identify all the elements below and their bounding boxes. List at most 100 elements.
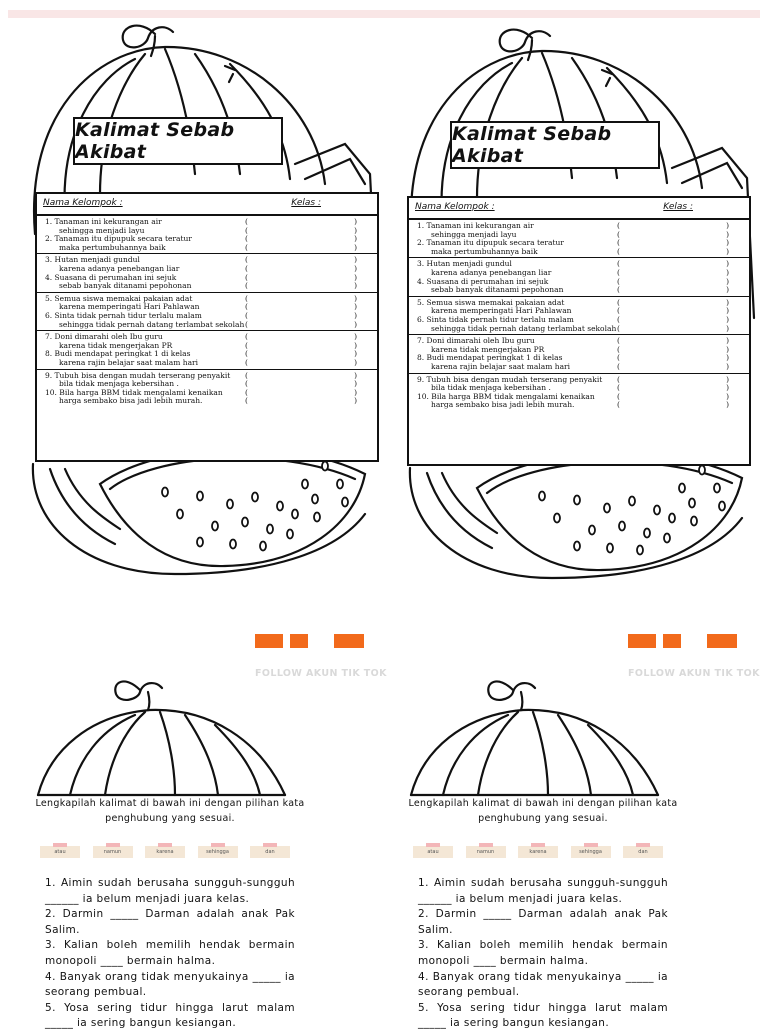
conjunction-chip: dan [623, 843, 663, 858]
statement-text: karena rajin belajar saat malam hari [59, 357, 199, 367]
question-list: 1. Aimin sudah berusaha sungguh-sungguh … [45, 876, 295, 1032]
question-item: 2. Darmin _____ Darman adalah anak Pak S… [45, 908, 295, 936]
statement-text: harga sembako bisa jadi lebih murah. [59, 396, 203, 406]
answer-open-paren: ( [617, 229, 620, 239]
answer-close-paren: ) [354, 263, 357, 273]
table-row: karena adanya penebangan liar () [37, 263, 377, 274]
answer-open-paren: ( [617, 400, 620, 410]
answer-open-paren: ( [245, 293, 248, 303]
orange-shape [663, 634, 681, 648]
worksheet-top-left: Kalimat Sebab Akibat Nama Kelompok : Kel… [5, 14, 385, 579]
statement-text: sebab banyak ditanami pepohonan [431, 285, 564, 295]
answer-close-paren: ) [726, 344, 729, 354]
answer-open-paren: ( [245, 357, 248, 367]
answer-close-paren: ) [354, 281, 357, 291]
answer-close-paren: ) [726, 383, 729, 393]
question-item: 1. Aimin sudah berusaha sungguh-sungguh … [418, 877, 668, 905]
answer-open-paren: ( [617, 383, 620, 393]
row-group: 1. Tanaman ini kekurangan air () sehingga … [37, 216, 377, 255]
follow-text: FOLLOW AKUN TIK TOK [255, 668, 387, 679]
table-row: karena memperingati Hari Pahlawan() [37, 303, 377, 312]
answer-close-paren: ) [354, 387, 357, 397]
answer-open-paren: ( [245, 396, 248, 406]
answer-close-paren: ) [726, 221, 729, 230]
statement-text: 4. Suasana di perumahan ini sejuk [45, 272, 177, 282]
worksheet-title: Kalimat Sebab Akibat [450, 121, 660, 169]
statement-text: 1. Tanaman ini kekurangan air [45, 217, 162, 226]
question-item: 2. Darmin _____ Darman adalah anak Pak S… [418, 908, 668, 936]
table-row: karena adanya penebangan liar() [409, 267, 749, 278]
answer-close-paren: ) [726, 391, 729, 401]
answer-close-paren: ) [726, 285, 729, 295]
table-header: Nama Kelompok : Kelas : [409, 198, 749, 220]
answer-close-paren: ) [354, 357, 357, 367]
row-group: 5. Semua siswa memakai pakaian adat()kar… [409, 297, 749, 336]
row-group: 3. Hutan menjadi gundul()karena adanya p… [37, 254, 377, 293]
instruction-text: Lengkapilah kalimat di bawah ini dengan … [408, 798, 678, 824]
table-row: 7. Doni dimarahi oleh Ibu guru() [37, 333, 377, 342]
table-row: 10. Bila harga BBM tidak mengalami kenai… [37, 387, 377, 398]
answer-open-paren: ( [245, 263, 248, 273]
answer-open-paren: ( [617, 336, 620, 346]
table-row: 3. Hutan menjadi gundul() [37, 256, 377, 265]
answer-close-paren: ) [354, 234, 357, 244]
answer-table: Nama Kelompok : Kelas : 1. Tanaman ini k… [35, 192, 379, 462]
stem-icon [121, 24, 175, 49]
statement-text: karena adanya penebangan liar [59, 263, 180, 273]
answer-table: Nama Kelompok : Kelas : 1. Tanaman ini k… [407, 196, 751, 466]
table-row: 3. Hutan menjadi gundul() [409, 260, 749, 269]
answer-open-paren: ( [245, 379, 248, 389]
answer-close-paren: ) [354, 302, 357, 312]
answer-open-paren: ( [617, 238, 620, 248]
statement-text: 9. Tubuh bisa dengan mudah terserang pen… [417, 374, 603, 384]
statement-text: sehingga menjadi layu [59, 225, 145, 235]
answer-open-paren: ( [245, 302, 248, 312]
table-row: sebab banyak ditanami pepohonan() [409, 286, 749, 295]
table-row: karena tidak mengerjakan PR() [37, 341, 377, 351]
answer-close-paren: ) [726, 336, 729, 346]
question-item: 1. Aimin sudah berusaha sungguh-sungguh … [45, 877, 295, 905]
statement-text: sebab banyak ditanami pepohonan [59, 281, 192, 291]
statement-text: 2. Tanaman itu dipupuk secara teratur [417, 238, 564, 248]
answer-open-paren: ( [617, 353, 620, 363]
follow-text: FOLLOW AKUN TIK TOK [628, 668, 760, 679]
orange-shape [334, 634, 364, 648]
statement-text: bila tidak menjaga kebersihan . [431, 383, 551, 393]
table-row: sebab banyak ditanami pepohonan() [37, 282, 377, 291]
answer-open-paren: ( [245, 225, 248, 235]
watermelon-illustration [409, 680, 660, 797]
statement-text: 2. Tanaman itu dipupuk secara teratur [45, 234, 192, 244]
table-row: 6. Sinta tidak pernah tidur terlalu mala… [37, 311, 377, 321]
answer-close-paren: ) [726, 353, 729, 363]
orange-shape [707, 634, 737, 648]
answer-close-paren: ) [726, 374, 729, 384]
row-group: 9. Tubuh bisa dengan mudah terserang pen… [37, 370, 377, 407]
table-row: bila tidak menjaga kebersihan .() [37, 379, 377, 389]
statement-text: bila tidak menjaga kebersihan . [59, 379, 179, 389]
statement-text: maka pertumbuhannya baik [59, 242, 166, 252]
row-group: 1. Tanaman ini kekurangan air()sehingga … [409, 220, 749, 259]
row-group: 7. Doni dimarahi oleh Ibu guru()karena t… [409, 335, 749, 374]
stem-icon [498, 28, 552, 53]
table-row: 4. Suasana di perumahan ini sejuk() [409, 276, 749, 287]
row-group: 9. Tubuh bisa dengan mudah terserang pen… [409, 374, 749, 411]
answer-close-paren: ) [726, 323, 729, 333]
table-row: karena tidak mengerjakan PR() [409, 344, 749, 355]
answer-open-paren: ( [617, 361, 620, 371]
worksheet-bottom-left: FOLLOW AKUN TIK TOK Lengkapilah kalimat … [0, 620, 387, 1029]
table-row: sehingga tidak pernah datang terlambat s… [409, 323, 749, 334]
answer-open-paren: ( [617, 221, 620, 230]
table-rows: 1. Tanaman ini kekurangan air()sehingga … [409, 220, 749, 411]
answer-close-paren: ) [354, 242, 357, 252]
worksheet-title: Kalimat Sebab Akibat [73, 117, 283, 165]
answer-close-paren: ) [354, 217, 357, 226]
answer-open-paren: ( [617, 259, 620, 269]
table-row: 2. Tanaman itu dipupuk secara teratur() [37, 235, 377, 244]
answer-open-paren: ( [245, 217, 248, 226]
class-label: Kelas : [291, 198, 321, 208]
answer-open-paren: ( [617, 267, 620, 277]
conjunction-chip: sehingga [197, 843, 238, 858]
class-label: Kelas : [663, 202, 693, 212]
answer-open-paren: ( [617, 276, 620, 286]
answer-close-paren: ) [726, 361, 729, 371]
